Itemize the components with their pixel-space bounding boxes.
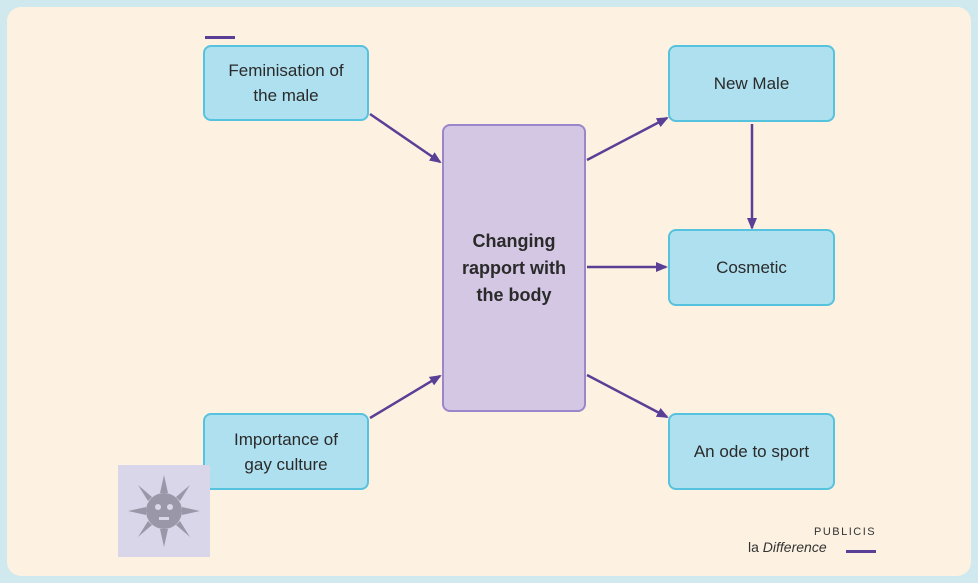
node-label-line: Cosmetic: [716, 258, 787, 277]
node-label-line: gay culture: [244, 454, 328, 474]
node-changing-rapport-with-the-body: Changing rapport with the body: [442, 124, 586, 412]
node-label-line: rapport with: [462, 257, 566, 278]
node-feminisation-of-the-male: Feminisation of the male: [203, 45, 369, 121]
arrow-changing-to-new-male: [586, 116, 669, 162]
node-new-male: New Male: [668, 45, 835, 122]
arrow-changing-to-sport: [586, 373, 669, 419]
node-label-line: the body: [476, 284, 552, 305]
node-label-line: New Male: [713, 74, 790, 93]
node-label-line: the male: [253, 86, 319, 105]
node-label-line: Changing: [472, 230, 556, 251]
node-label-line: Feminisation of: [228, 61, 344, 80]
lion-head-icon: [118, 465, 210, 557]
node-cosmetic: Cosmetic: [668, 229, 835, 306]
top-accent-line: [205, 36, 235, 39]
node-an-ode-to-sport: An ode to sport: [668, 413, 835, 490]
publicis-wordmark: PUBLICIS: [814, 526, 877, 538]
node-label-line: Importance of: [234, 429, 338, 449]
node-importance-of-gay-culture: Importance of gay culture: [203, 413, 369, 490]
arrow-feminisation-to-changing: [369, 112, 442, 164]
brand-accent-line: [846, 550, 876, 553]
brand-tagline: la Difference: [748, 539, 827, 555]
node-label-line: An ode to sport: [693, 442, 810, 461]
arrow-gay-culture-to-changing: [369, 374, 442, 420]
